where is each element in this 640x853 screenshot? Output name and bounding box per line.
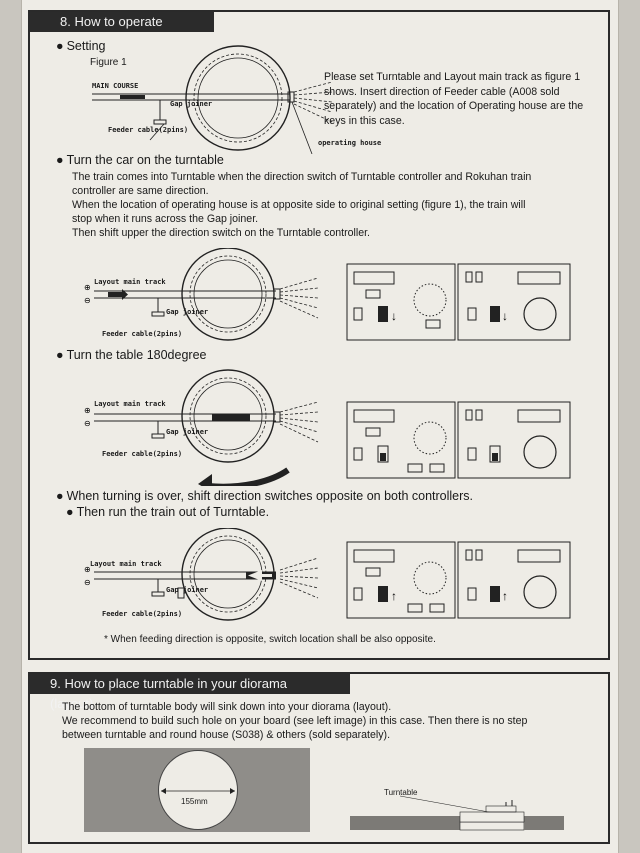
figure-1-diagram	[92, 45, 333, 154]
turning-over-line2: Then run the train out of Turntable.	[66, 505, 269, 519]
label-feeder-cable: Feeder cable(2pins)	[102, 450, 183, 458]
label-gap-joiner: Gap joiner	[166, 308, 209, 316]
turntable-label: Turntable	[384, 788, 418, 797]
turn-car-line2: controller are same direction.	[72, 185, 209, 197]
controllers-diagram-2	[346, 401, 571, 479]
place-line1: The bottom of turntable body will sink d…	[62, 701, 392, 713]
svg-text:↓: ↓	[502, 309, 508, 323]
dimension-arrow	[161, 788, 235, 794]
place-line3: between turntable and round house (S038)…	[62, 729, 391, 741]
footnote: * When feeding direction is opposite, sw…	[104, 634, 436, 645]
turn-car-diagram: ⊕ ⊖	[84, 248, 319, 341]
bullet-turn-table: Turn the table 180degree	[56, 348, 207, 362]
section-how-to-operate: 8. How to operate Setting Figure 1	[28, 10, 610, 660]
label-layout-main-track: Layout main track	[94, 278, 166, 286]
turn-car-line4: stop when it runs across the Gap joiner.	[72, 213, 259, 225]
controllers-diagram-3: ↑ ↑	[346, 541, 571, 619]
svg-text:↑: ↑	[391, 589, 397, 603]
label-feeder-cable: Feeder cable(2pins)	[108, 126, 189, 134]
turn-car-line1: The train comes into Turntable when the …	[72, 171, 532, 183]
label-layout-main-track: Layout main track	[90, 560, 162, 568]
label-feeder-cable: Feeder cable(2pins)	[102, 610, 183, 618]
svg-text:⊕: ⊕	[84, 565, 91, 574]
label-operating-house: operating house	[318, 139, 382, 147]
turning-over-diagram: ⊕ ⊖	[84, 528, 319, 621]
turn-car-line5: Then shift upper the direction switch on…	[72, 227, 370, 239]
place-line2: We recommend to build such hole on your …	[62, 715, 528, 727]
label-main-course: MAIN COURSE	[92, 82, 139, 90]
label-layout-main-track: Layout main track	[94, 400, 166, 408]
setting-description: Please set Turntable and Layout main tra…	[324, 71, 584, 127]
turntable-side-view	[350, 795, 564, 831]
bullet-turning-over: When turning is over, shift direction sw…	[56, 489, 473, 503]
label-gap-joiner: Gap joiner	[166, 428, 209, 436]
manual-page: 8. How to operate Setting Figure 1	[22, 0, 618, 853]
svg-text:⊖: ⊖	[84, 578, 91, 587]
svg-text:⊖: ⊖	[84, 419, 91, 428]
label-gap-joiner: Gap joiner	[170, 100, 213, 108]
svg-text:⊖: ⊖	[84, 296, 91, 305]
turn-car-line3: When the location of operating house is …	[72, 199, 526, 211]
turn-table-diagram: ⊕ ⊖	[84, 369, 319, 486]
label-gap-joiner: Gap joiner	[166, 586, 209, 594]
hole-circle: 155mm	[158, 750, 238, 830]
section-place-turntable: 9. How to place turntable in your dioram…	[28, 672, 610, 844]
svg-text:⊕: ⊕	[84, 283, 91, 292]
bullet-setting: Setting	[56, 39, 106, 53]
board-hole-image: 155mm	[84, 748, 310, 832]
controllers-diagram-1: ↓ ↓	[346, 263, 571, 341]
section-heading: 9. How to place turntable in your dioram…	[30, 674, 350, 711]
section-heading: 8. How to operate	[30, 12, 214, 32]
svg-text:↑: ↑	[502, 589, 508, 603]
label-feeder-cable: Feeder cable(2pins)	[102, 330, 183, 338]
hole-size-label: 155mm	[181, 797, 208, 806]
figure-label: Figure 1	[90, 57, 127, 68]
svg-text:⊕: ⊕	[84, 406, 91, 415]
bullet-turn-car: Turn the car on the turntable	[56, 153, 224, 167]
svg-text:↓: ↓	[391, 309, 397, 323]
